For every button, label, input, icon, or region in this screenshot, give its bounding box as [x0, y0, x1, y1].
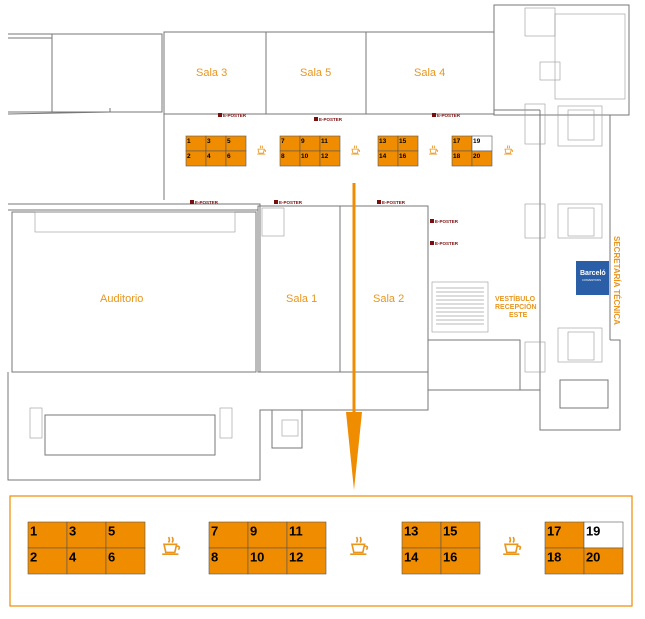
barcelo-logo-text: Barceló: [580, 270, 606, 277]
stand-number: 1: [30, 524, 37, 539]
stand-number: 10: [301, 153, 309, 160]
barcelo-logo-sub: CONVENTIONS: [582, 278, 601, 282]
eposter-label: E-POSTER: [382, 200, 406, 205]
stand-number: 6: [108, 550, 115, 565]
stand-number: 3: [207, 138, 211, 145]
stand-number: 16: [399, 153, 407, 160]
stand-number: 20: [473, 153, 481, 160]
stand-cell-2: [27, 547, 68, 575]
coffee-icon: [351, 145, 361, 155]
coffee-icon: [504, 145, 514, 155]
stand-number: 20: [586, 550, 600, 565]
stand-number: 6: [227, 153, 231, 160]
coffee-icon: [162, 536, 181, 556]
stand-cell-16: [440, 547, 481, 575]
secretaria-tecnica-label: SECRETARÍA TÉCNICA: [612, 236, 621, 325]
eposter-label: E-POSTER: [223, 113, 247, 118]
vestibulo-line1: VESTÍBULO: [495, 294, 536, 303]
stand-number: 19: [586, 524, 600, 539]
stand-cell-6: [105, 547, 146, 575]
barcelo-logo: Barceló CONVENTIONS: [576, 261, 609, 295]
stand-number: 12: [289, 550, 303, 565]
stand-cell-12: [286, 547, 327, 575]
stand-cell-18: [544, 547, 585, 575]
stand-cell-16: [397, 150, 419, 167]
stand-cell-15: [440, 521, 481, 549]
stand-number: 15: [443, 524, 457, 539]
stand-cell-7: [208, 521, 249, 549]
stand-number: 5: [227, 138, 231, 145]
room-label-sala5: Sala 5: [300, 67, 331, 79]
stand-number: 2: [187, 153, 191, 160]
stand-cell-8: [208, 547, 249, 575]
stand-number: 14: [379, 153, 387, 160]
eposter-label: E-POSTER: [435, 241, 459, 246]
stand-number: 4: [207, 153, 211, 160]
room-label-sala4: Sala 4: [414, 67, 445, 79]
stand-number: 5: [108, 524, 115, 539]
stand-number: 18: [453, 153, 461, 160]
eposter-label: E-POSTER: [279, 200, 303, 205]
coffee-icon: [350, 536, 369, 556]
stand-number: 8: [281, 153, 285, 160]
vestibulo-line3: ESTE: [509, 312, 528, 319]
stand-number: 15: [399, 138, 407, 145]
stand-cell-14: [401, 547, 442, 575]
stand-number: 11: [321, 138, 328, 145]
stand-number: 7: [281, 138, 285, 145]
eposter-label: E-POSTER: [435, 219, 459, 224]
room-label-sala2: Sala 2: [373, 293, 404, 305]
stand-cell-11: [286, 521, 327, 549]
eposter-markers: E-POSTER E-POSTER E-POSTER E-POSTER E-PO…: [190, 113, 461, 246]
eposter-label: E-POSTER: [437, 113, 461, 118]
stand-number: 13: [404, 524, 418, 539]
stand-number: 2: [30, 550, 37, 565]
stand-cell-20: [583, 547, 624, 575]
stand-number: 10: [250, 550, 264, 565]
escalator-lines: [436, 287, 484, 325]
coffee-icon: [429, 145, 439, 155]
room-label-auditorio: Auditorio: [100, 293, 143, 305]
stand-number: 17: [547, 524, 561, 539]
eposter-label: E-POSTER: [195, 200, 219, 205]
stand-cell-20: [471, 150, 493, 167]
stand-cell-12: [319, 150, 341, 167]
stand-cell-6: [225, 150, 247, 167]
stand-number: 9: [301, 138, 305, 145]
vestibulo-line2: RECEPCIÓN: [495, 302, 537, 311]
stand-number: 1: [187, 138, 191, 145]
room-label-sala3: Sala 3: [196, 67, 227, 79]
stand-cell-9: [247, 521, 288, 549]
stand-number: 17: [453, 138, 461, 145]
stand-cell-4: [66, 547, 107, 575]
coffee-icon: [503, 536, 522, 556]
stand-number: 19: [473, 138, 481, 145]
direction-arrow: [346, 183, 362, 490]
stand-number: 12: [321, 153, 329, 160]
stand-number: 9: [250, 524, 257, 539]
coffee-icon: [257, 145, 267, 155]
stand-cell-1: [27, 521, 68, 549]
stand-number: 8: [211, 550, 218, 565]
stand-number: 7: [211, 524, 218, 539]
stand-number: 16: [443, 550, 457, 565]
stand-number: 11: [289, 524, 303, 539]
stand-cell-3: [66, 521, 107, 549]
stand-number: 14: [404, 550, 419, 565]
stand-cell-19: [583, 521, 624, 549]
eposter-label: E-POSTER: [319, 117, 343, 122]
building-walls: [7, 4, 630, 481]
stand-number: 13: [379, 138, 387, 145]
stand-number: 18: [547, 550, 561, 565]
room-label-sala1: Sala 1: [286, 293, 317, 305]
stand-number: 3: [69, 524, 76, 539]
stand-number: 4: [69, 550, 77, 565]
